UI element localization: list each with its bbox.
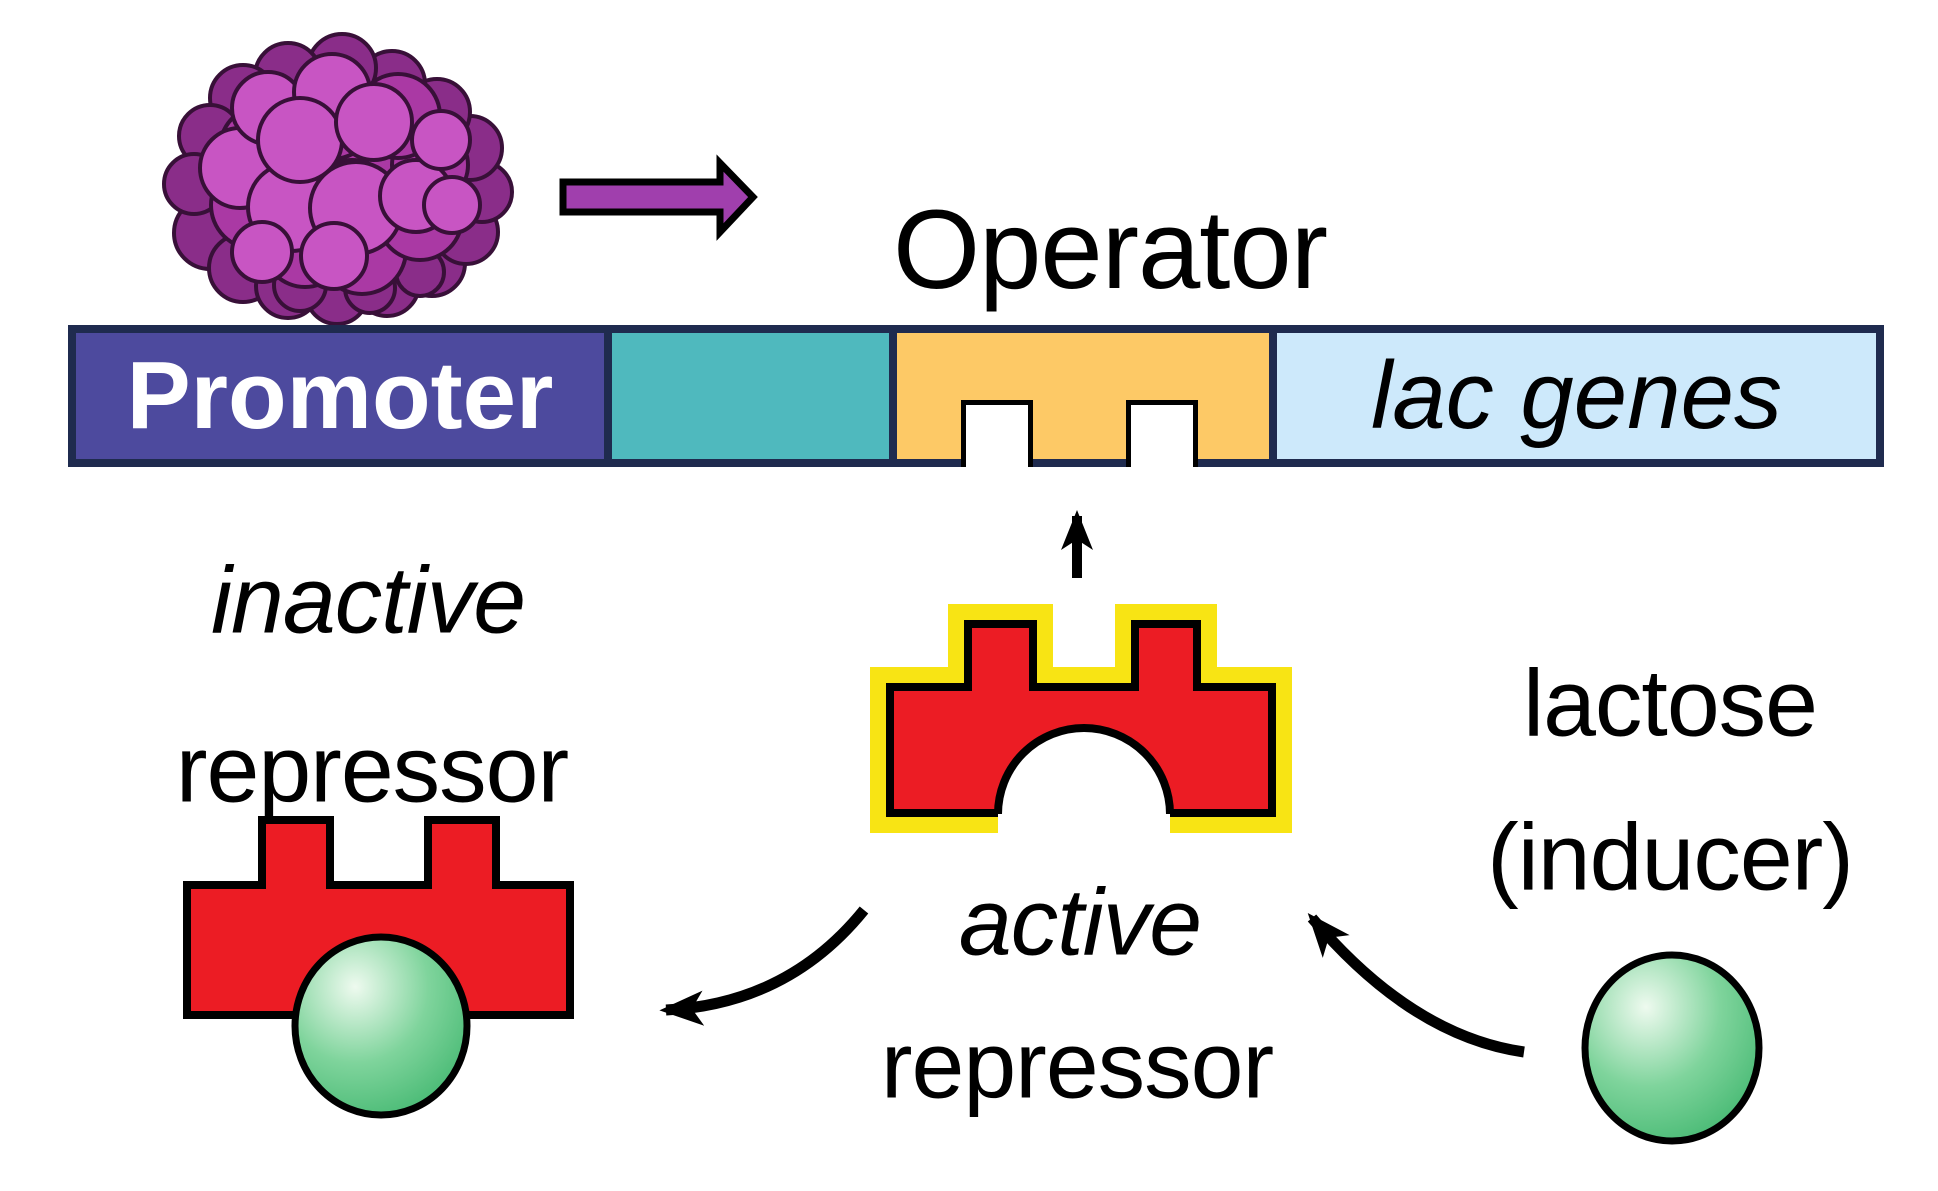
operator-label: Operator [893, 187, 1328, 312]
inactive-repressor-label-line2: repressor [175, 716, 569, 823]
active-repressor-shape [870, 604, 1292, 858]
active-repressor-label-line1: active [958, 869, 1202, 976]
promoter-label: Promoter [126, 342, 554, 449]
inactive-repressor-shape [183, 816, 574, 1119]
lactose-binding-arrow [1307, 912, 1525, 1058]
transcription-arrow [559, 154, 758, 241]
inactive-repressor-label-line1: inactive [210, 547, 526, 654]
lactose-label-line2: (inducer) [1487, 804, 1854, 911]
spacer-segment [612, 333, 889, 459]
operator-segment [897, 333, 1269, 459]
operator-binding-notch-2 [1126, 400, 1198, 467]
rna-polymerase-blob [162, 32, 514, 326]
lac-genes-label: lac genes [1371, 342, 1782, 449]
lactose-label-line1: lactose [1522, 650, 1818, 757]
promoter-segment: Promoter [76, 333, 604, 459]
bound-lactose-molecule [291, 933, 471, 1119]
lactose-molecule [1581, 951, 1763, 1145]
inactivation-arrow [659, 906, 869, 1026]
operator-binding-notch-1 [961, 400, 1033, 467]
lac-genes-segment: lac genes [1277, 333, 1876, 459]
active-repressor-label-line2: repressor [880, 1012, 1274, 1119]
